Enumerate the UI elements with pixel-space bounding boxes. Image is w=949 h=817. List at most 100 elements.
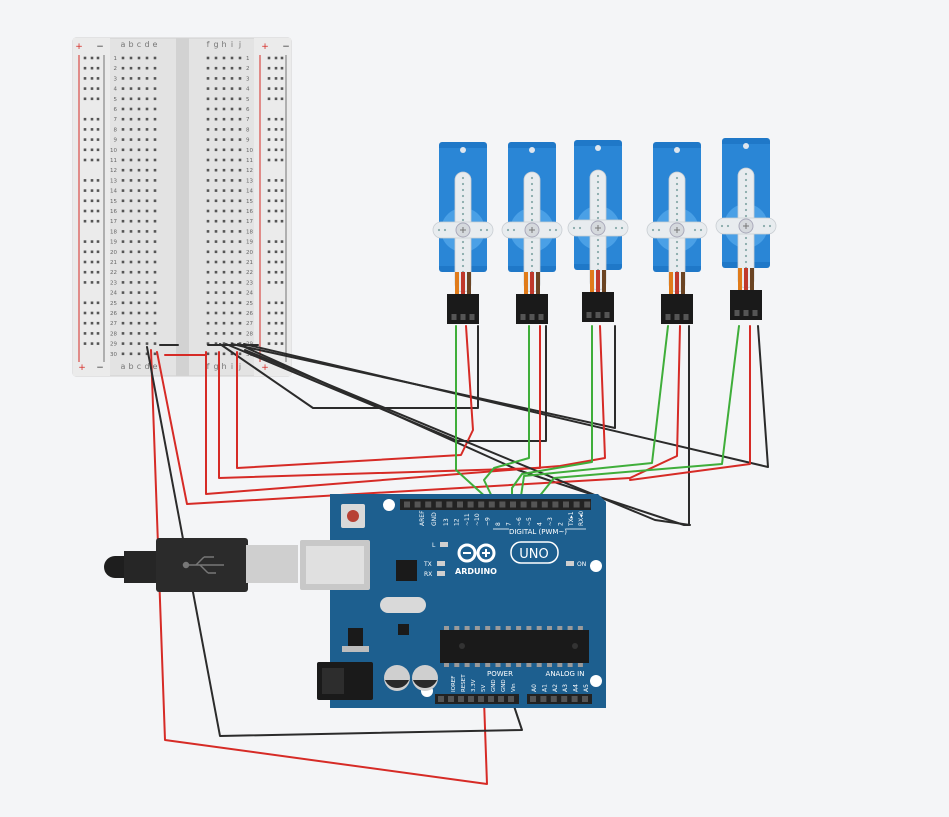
breadboard-hole[interactable] xyxy=(206,138,210,141)
rail-hole[interactable] xyxy=(274,281,278,284)
breadboard-hole[interactable] xyxy=(129,66,133,70)
rail-hole[interactable] xyxy=(274,179,278,182)
breadboard-hole[interactable] xyxy=(230,168,234,172)
breadboard-hole[interactable] xyxy=(153,342,157,345)
rail-hole[interactable] xyxy=(267,321,271,325)
rail-hole[interactable] xyxy=(96,219,100,223)
breadboard-hole[interactable] xyxy=(238,128,242,131)
breadboard-hole[interactable] xyxy=(145,199,149,203)
breadboard-hole[interactable] xyxy=(121,138,125,141)
breadboard-hole[interactable] xyxy=(153,352,157,356)
rail-hole[interactable] xyxy=(274,260,278,264)
rail-hole[interactable] xyxy=(90,77,94,80)
breadboard-hole[interactable] xyxy=(230,311,234,315)
breadboard-hole[interactable] xyxy=(238,168,242,172)
header-pin[interactable] xyxy=(540,696,547,702)
breadboard-hole[interactable] xyxy=(137,260,141,264)
breadboard-hole[interactable] xyxy=(153,250,157,254)
rail-hole[interactable] xyxy=(83,199,87,203)
breadboard-hole[interactable] xyxy=(222,301,226,305)
rail-hole[interactable] xyxy=(274,270,278,274)
breadboard-hole[interactable] xyxy=(137,321,141,325)
breadboard-hole[interactable] xyxy=(129,332,133,335)
breadboard-hole[interactable] xyxy=(153,168,157,172)
breadboard-hole[interactable] xyxy=(137,199,141,203)
wire-servo4-power[interactable] xyxy=(156,325,681,505)
breadboard-hole[interactable] xyxy=(230,240,234,243)
rail-hole[interactable] xyxy=(280,281,284,284)
breadboard-hole[interactable] xyxy=(153,332,157,335)
rail-hole[interactable] xyxy=(96,260,100,264)
rail-hole[interactable] xyxy=(267,158,271,162)
rail-hole[interactable] xyxy=(280,56,284,60)
breadboard-hole[interactable] xyxy=(137,342,141,345)
breadboard-hole[interactable] xyxy=(153,87,157,90)
breadboard-hole[interactable] xyxy=(206,56,210,60)
breadboard-hole[interactable] xyxy=(129,56,133,60)
breadboard-hole[interactable] xyxy=(206,189,210,192)
breadboard-hole[interactable] xyxy=(214,250,218,254)
breadboard-hole[interactable] xyxy=(214,168,218,172)
breadboard-hole[interactable] xyxy=(214,291,218,294)
breadboard-hole[interactable] xyxy=(137,128,141,131)
rail-hole[interactable] xyxy=(90,66,94,70)
rail-hole[interactable] xyxy=(274,158,278,162)
breadboard-hole[interactable] xyxy=(145,230,149,233)
header-pin[interactable] xyxy=(488,696,494,702)
breadboard-hole[interactable] xyxy=(137,352,141,356)
rail-hole[interactable] xyxy=(267,332,271,335)
rail-hole[interactable] xyxy=(96,77,100,80)
rail-hole[interactable] xyxy=(267,270,271,274)
rail-hole[interactable] xyxy=(267,148,271,152)
rail-hole[interactable] xyxy=(280,219,284,223)
breadboard-hole[interactable] xyxy=(145,301,149,305)
header-pin[interactable] xyxy=(508,696,514,702)
breadboard-hole[interactable] xyxy=(121,270,125,274)
rail-hole[interactable] xyxy=(267,138,271,141)
breadboard-hole[interactable] xyxy=(214,148,218,152)
breadboard-hole[interactable] xyxy=(129,209,133,213)
header-pin[interactable] xyxy=(438,696,444,702)
breadboard-hole[interactable] xyxy=(238,352,242,356)
breadboard-hole[interactable] xyxy=(222,270,226,274)
breadboard-hole[interactable] xyxy=(206,168,210,172)
rail-hole[interactable] xyxy=(90,321,94,325)
breadboard-hole[interactable] xyxy=(238,97,242,101)
breadboard-hole[interactable] xyxy=(145,168,149,172)
breadboard-hole[interactable] xyxy=(121,87,125,90)
rail-hole[interactable] xyxy=(96,250,100,254)
rail-hole[interactable] xyxy=(96,138,100,141)
breadboard-hole[interactable] xyxy=(230,352,234,356)
breadboard-hole[interactable] xyxy=(206,260,210,264)
rail-hole[interactable] xyxy=(90,189,94,192)
rail-hole[interactable] xyxy=(96,311,100,315)
breadboard-hole[interactable] xyxy=(145,128,149,131)
breadboard-hole[interactable] xyxy=(238,66,242,70)
usb-cable[interactable] xyxy=(104,538,298,592)
breadboard-hole[interactable] xyxy=(206,117,210,121)
breadboard-hole[interactable] xyxy=(129,77,133,80)
rail-hole[interactable] xyxy=(90,301,94,305)
breadboard-hole[interactable] xyxy=(230,97,234,101)
rail-hole[interactable] xyxy=(96,97,100,101)
header-pin[interactable] xyxy=(584,501,591,508)
breadboard-hole[interactable] xyxy=(145,311,149,315)
rail-hole[interactable] xyxy=(274,219,278,223)
header-pin[interactable] xyxy=(446,501,453,508)
breadboard-hole[interactable] xyxy=(230,128,234,131)
breadboard-hole[interactable] xyxy=(145,342,149,345)
breadboard-hole[interactable] xyxy=(206,209,210,213)
rail-hole[interactable] xyxy=(96,87,100,90)
breadboard-hole[interactable] xyxy=(137,87,141,90)
breadboard-hole[interactable] xyxy=(137,281,141,284)
rail-hole[interactable] xyxy=(96,332,100,335)
breadboard-hole[interactable] xyxy=(206,270,210,274)
rail-hole[interactable] xyxy=(280,148,284,152)
breadboard-hole[interactable] xyxy=(137,56,141,60)
breadboard-hole[interactable] xyxy=(230,66,234,70)
breadboard-hole[interactable] xyxy=(137,97,141,101)
breadboard-hole[interactable] xyxy=(153,291,157,294)
breadboard-hole[interactable] xyxy=(214,260,218,264)
breadboard-hole[interactable] xyxy=(222,352,226,356)
rail-hole[interactable] xyxy=(267,199,271,203)
